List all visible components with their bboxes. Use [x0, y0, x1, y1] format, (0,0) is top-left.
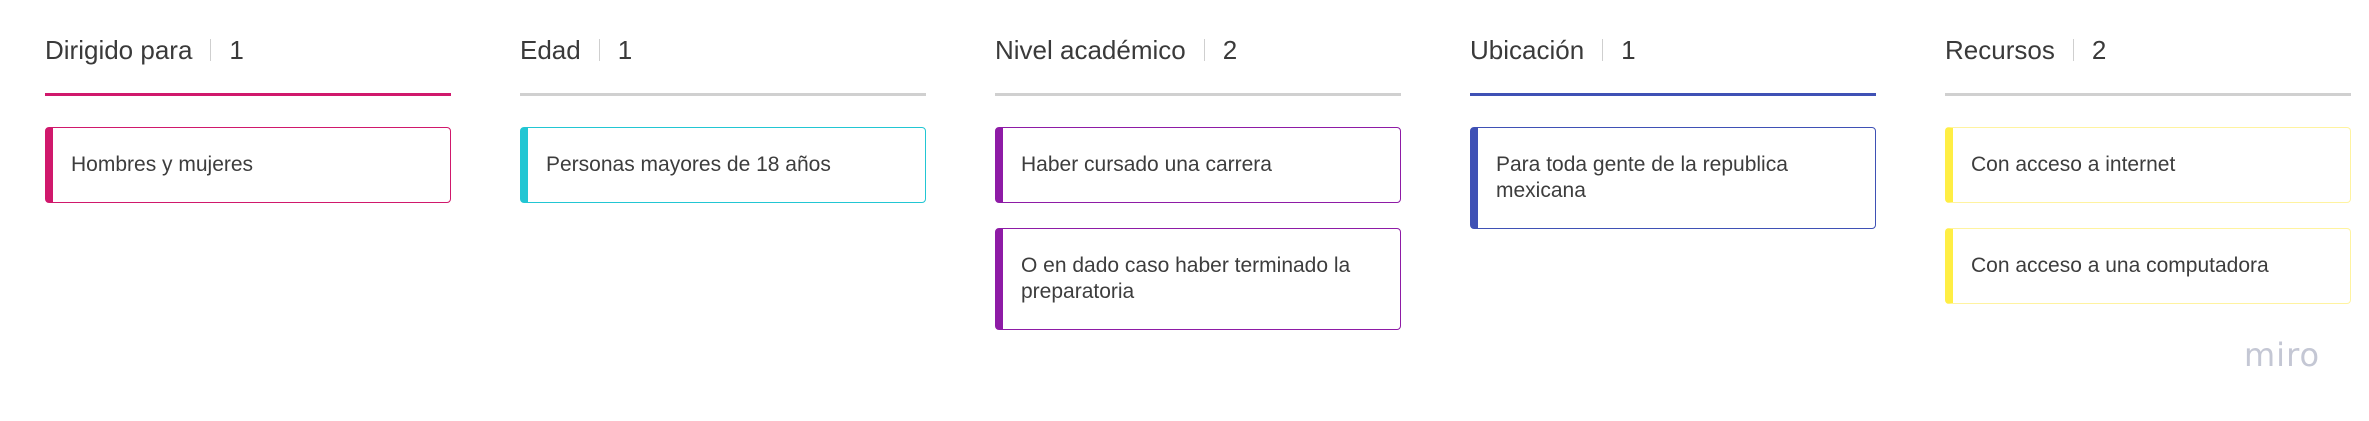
card-text: Personas mayores de 18 años	[546, 153, 831, 176]
column-rule	[520, 93, 926, 96]
card[interactable]: O en dado caso haber terminado la prepar…	[995, 228, 1401, 330]
card-text: Haber cursado una carrera	[1021, 153, 1272, 176]
column-header[interactable]: Dirigido para 1	[45, 30, 244, 70]
column-header[interactable]: Ubicación 1	[1470, 30, 1636, 70]
column-count: 2	[1222, 34, 1238, 65]
header-divider	[1203, 39, 1205, 61]
column-rule	[1945, 93, 2351, 96]
column-title: Edad	[520, 34, 581, 65]
column-title: Recursos	[1945, 34, 2055, 65]
column-count: 2	[2091, 34, 2107, 65]
card[interactable]: Con acceso a internet	[1945, 127, 2351, 203]
card-text: Con acceso a internet	[1971, 153, 2176, 176]
column-header[interactable]: Recursos 2	[1945, 30, 2106, 70]
header-divider	[210, 39, 212, 61]
column-count: 1	[1621, 34, 1636, 65]
card-text: Para toda gente de la republica mexicana	[1496, 153, 1788, 202]
column-title: Ubicación	[1470, 34, 1585, 65]
column-title: Nivel académico	[995, 34, 1186, 65]
header-divider	[2072, 39, 2074, 61]
card-text: Hombres y mujeres	[71, 153, 254, 176]
card-text: O en dado caso haber terminado la prepar…	[1021, 254, 1351, 303]
column-rule	[1470, 93, 1876, 96]
column-rule	[45, 93, 451, 96]
card-text: Con acceso a una computadora	[1971, 254, 2269, 277]
column-count: 1	[229, 34, 244, 65]
header-divider	[1602, 39, 1604, 61]
column-header[interactable]: Edad 1	[520, 30, 632, 70]
column-rule	[995, 93, 1401, 96]
card[interactable]: Para toda gente de la republica mexicana	[1470, 127, 1876, 229]
miro-logo: miro	[2244, 336, 2321, 374]
header-divider	[598, 39, 600, 61]
column-title: Dirigido para	[45, 34, 193, 65]
card[interactable]: Personas mayores de 18 años	[520, 127, 926, 203]
column-header[interactable]: Nivel académico 2	[995, 30, 1237, 70]
card[interactable]: Hombres y mujeres	[45, 127, 451, 203]
column-count: 1	[617, 34, 633, 65]
card[interactable]: Con acceso a una computadora	[1945, 228, 2351, 304]
card[interactable]: Haber cursado una carrera	[995, 127, 1401, 203]
